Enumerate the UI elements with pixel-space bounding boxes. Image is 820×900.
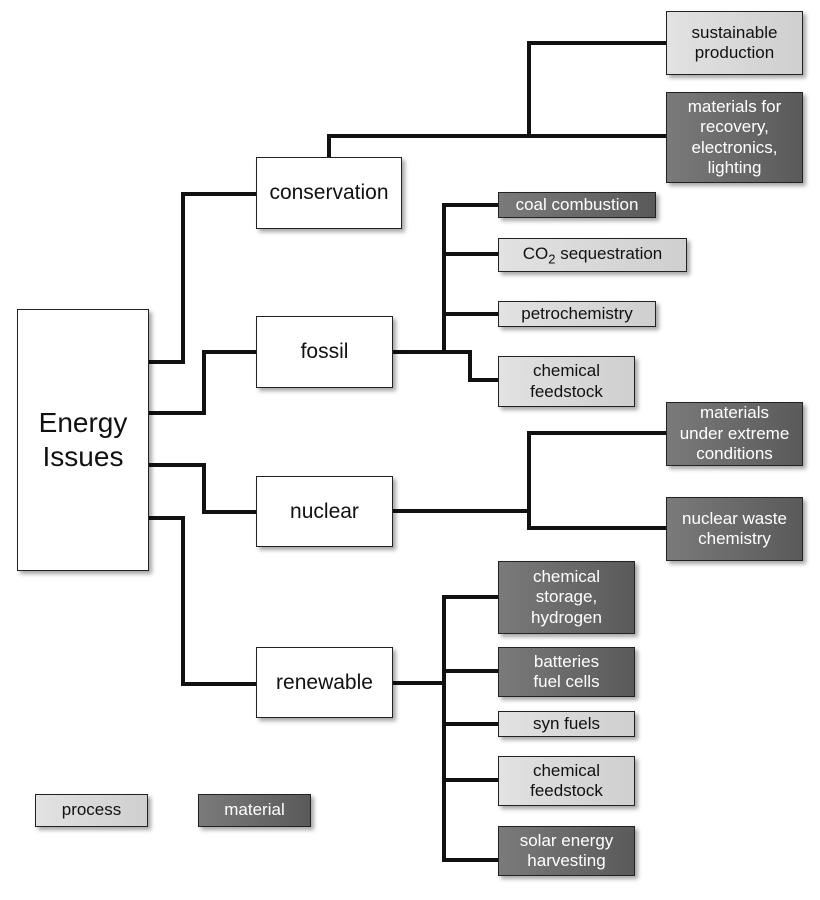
leaf-label: batteries fuel cells — [533, 651, 600, 691]
leaf-chemical-storage-hydrogen: chemical storage, hydrogen — [498, 561, 635, 634]
category-label: renewable — [276, 670, 373, 694]
leaf-label: materials under extreme conditions — [679, 403, 790, 464]
category-fossil: fossil — [256, 316, 393, 388]
connector-to-feedstock-fossil — [468, 350, 500, 382]
root-node-energy-issues: Energy Issues — [17, 309, 149, 571]
leaf-solar-energy-harvesting: solar energy harvesting — [498, 826, 635, 876]
category-label: fossil — [300, 340, 349, 364]
connector-root-conservation — [147, 192, 258, 364]
leaf-label: chemical feedstock — [530, 760, 603, 800]
leaf-nuclear-waste-chemistry: nuclear waste chemistry — [666, 497, 803, 561]
leaf-syn-fuels: syn fuels — [498, 711, 635, 737]
category-nuclear: nuclear — [256, 476, 393, 547]
leaf-label: syn fuels — [532, 713, 601, 733]
connector-root-nuclear — [147, 463, 258, 514]
leaf-chemical-feedstock-fossil: chemical feedstock — [498, 356, 635, 407]
connector-conservation-trunk — [327, 134, 531, 159]
leaf-label: solar energy harvesting — [519, 830, 614, 870]
legend-material-label: material — [224, 800, 285, 820]
leaf-batteries-fuel-cells: batteries fuel cells — [498, 647, 635, 697]
category-label: nuclear — [290, 499, 359, 523]
leaf-coal-combustion: coal combustion — [498, 192, 656, 218]
leaf-materials-recovery: materials for recovery, electronics, lig… — [666, 92, 803, 183]
leaf-label: petrochemistry — [521, 303, 633, 323]
leaf-label: materials for recovery, electronics, lig… — [687, 96, 782, 177]
category-renewable: renewable — [256, 647, 393, 718]
leaf-materials-extreme-conditions: materials under extreme conditions — [666, 402, 803, 466]
leaf-chemical-feedstock-renewable: chemical feedstock — [498, 756, 635, 806]
leaf-petrochemistry: petrochemistry — [498, 301, 656, 327]
category-label: conservation — [269, 181, 389, 205]
leaf-label: sustainable production — [691, 22, 778, 62]
root-label: Energy Issues — [38, 407, 128, 472]
leaf-label: chemical feedstock — [530, 361, 603, 401]
connector-root-fossil — [147, 350, 258, 415]
leaf-label: nuclear waste chemistry — [682, 508, 787, 548]
legend-process-label: process — [61, 800, 122, 820]
leaf-label: chemical storage, hydrogen — [531, 566, 602, 627]
leaf-label-co2: CO2 sequestration — [522, 243, 663, 266]
legend-process: process — [35, 794, 148, 827]
leaf-co2-sequestration: CO2 sequestration — [498, 238, 687, 272]
connector-root-renewable — [147, 516, 258, 686]
category-conservation: conservation — [256, 157, 402, 229]
leaf-sustainable-production: sustainable production — [666, 11, 803, 75]
leaf-label: coal combustion — [515, 194, 639, 214]
legend-material: material — [198, 794, 311, 827]
